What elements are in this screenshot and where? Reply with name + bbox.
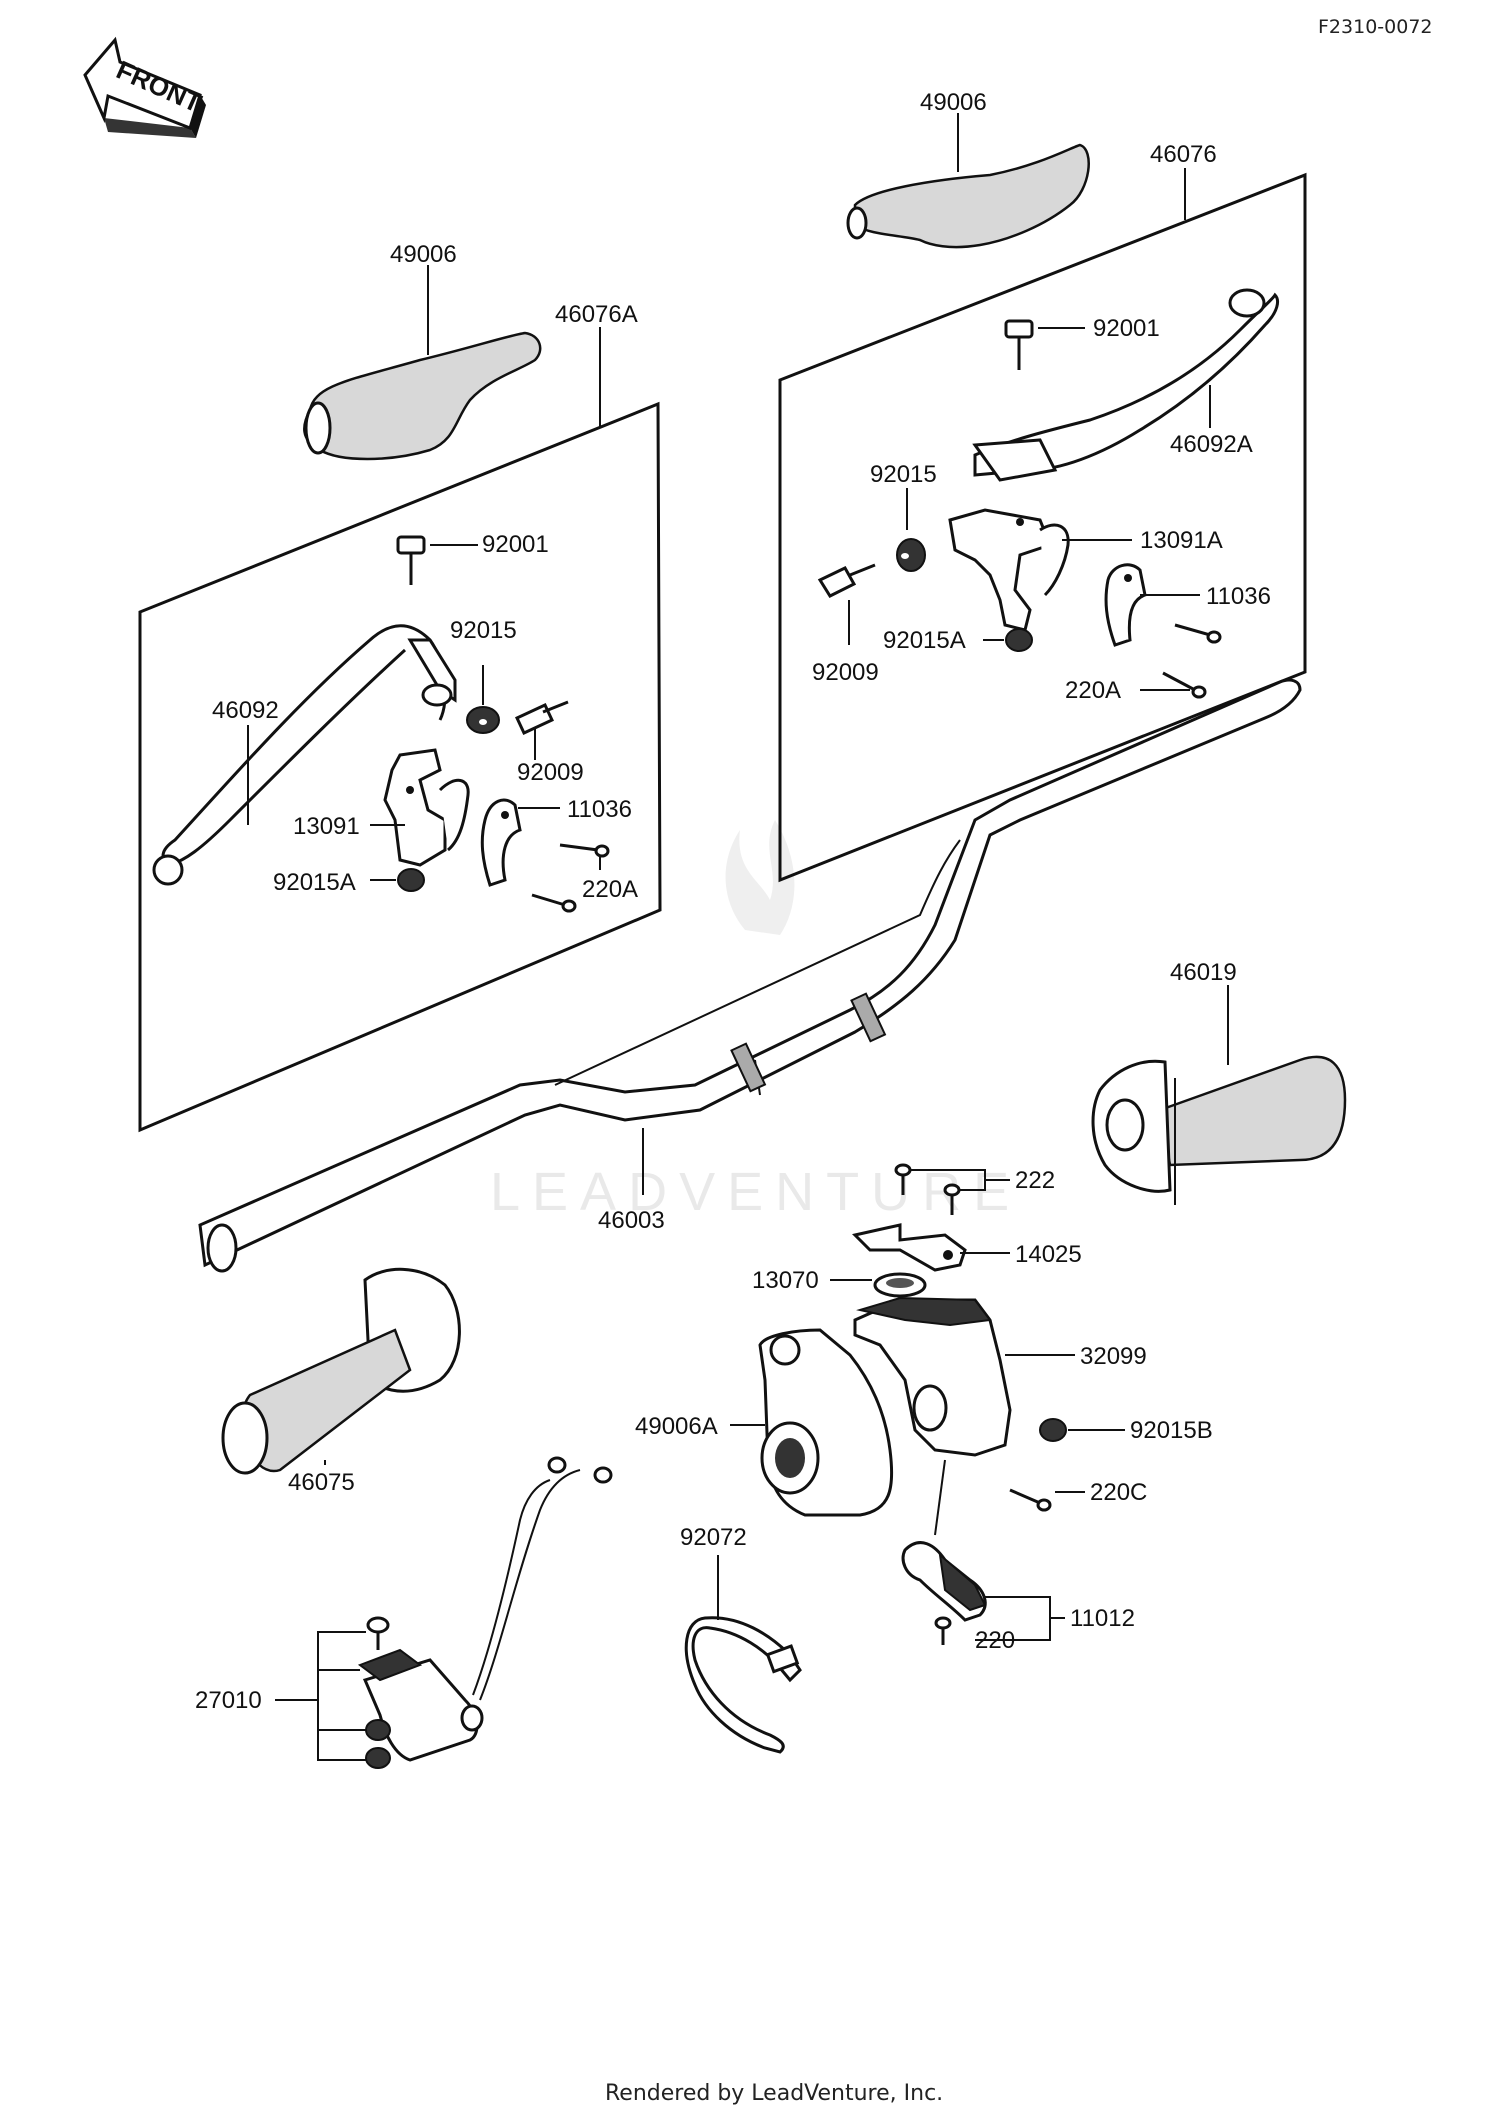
label-11012: 11012 [1070,1605,1135,1632]
label-92015B: 92015B [1130,1417,1213,1444]
watermark: LEADVENTURE [490,820,1021,1222]
left-adjuster-locknut [466,706,500,734]
label-92015A-right: 92015A [883,627,966,654]
label-92001-left: 92001 [482,531,549,558]
left-lever-clamp [480,798,522,887]
label-11036-left: 11036 [567,796,632,823]
right-grip [1091,1055,1347,1205]
right-lever-cover [846,143,1090,249]
throttle-screw [1009,1488,1052,1512]
label-13091A: 13091A [1140,527,1223,554]
right-lever-clamp [1104,563,1147,647]
right-pivot-bolt [1004,319,1034,370]
label-46092: 46092 [212,697,279,724]
label-49006-left: 49006 [390,241,457,268]
drawing-id: F2310-0072 [1318,16,1433,38]
throttle-cover [758,1328,894,1517]
right-pivot-nut [1005,628,1033,652]
label-14025: 14025 [1015,1241,1082,1268]
left-lever [152,624,457,886]
left-grip [221,1267,461,1475]
left-lever-cover [303,331,542,461]
front-arrow-icon: FRONT [83,36,206,138]
svg-text:LEADVENTURE: LEADVENTURE [490,1162,1021,1222]
right-lever [972,288,1279,482]
throttle-case [853,1296,1012,1457]
throttle-shoe-screw [934,1616,952,1645]
handlebar [198,678,1302,1273]
right-adjuster-locknut [896,538,926,572]
left-pivot-bolt [396,535,426,585]
label-220A-right: 220A [1065,677,1121,704]
label-27010: 27010 [195,1687,262,1714]
left-lever-bracket [383,748,470,867]
label-49006-right: 49006 [920,89,987,116]
cable-band-clamp [684,1616,802,1754]
label-49006A: 49006A [635,1413,718,1440]
throttle-shoe [901,1541,987,1622]
right-adjuster-screw [817,563,876,598]
label-13091: 13091 [293,813,360,840]
label-92015-right: 92015 [870,461,937,488]
label-92001-right: 92001 [1093,315,1160,342]
label-11036-right: 11036 [1206,583,1271,610]
label-46076: 46076 [1150,141,1217,168]
throttle-cable-plate [852,1223,967,1272]
label-220: 220 [975,1627,1015,1654]
right-lever-assembly-panel [778,172,1307,883]
right-clamp-screws [1162,623,1222,699]
label-222: 222 [1015,1167,1055,1194]
label-92072: 92072 [680,1524,747,1551]
throttle-nut [1039,1418,1067,1442]
label-92015-left: 92015 [450,617,517,644]
left-lever-assembly-panel [138,401,662,1133]
label-46019: 46019 [1170,959,1237,986]
label-13070: 13070 [752,1267,819,1294]
right-lever-bracket [948,508,1070,632]
label-92009-right: 92009 [812,659,879,686]
label-46076A: 46076A [555,301,638,328]
throttle-gasket [873,1272,927,1298]
label-46092A: 46092A [1170,431,1253,458]
label-92009-left: 92009 [517,759,584,786]
label-32099: 32099 [1080,1343,1147,1370]
label-46075: 46075 [288,1469,355,1496]
label-220C: 220C [1090,1479,1147,1506]
throttle-cover-screws [894,1163,961,1215]
footer-credit: Rendered by LeadVenture, Inc. [605,2081,943,2106]
label-220A-left: 220A [582,876,638,903]
left-adjuster-screw [515,700,569,735]
left-pivot-nut [397,868,425,892]
label-92015A-left: 92015A [273,869,356,896]
engine-stop-switch [357,1456,613,1769]
label-46003: 46003 [598,1207,665,1234]
left-clamp-screws [531,843,610,913]
